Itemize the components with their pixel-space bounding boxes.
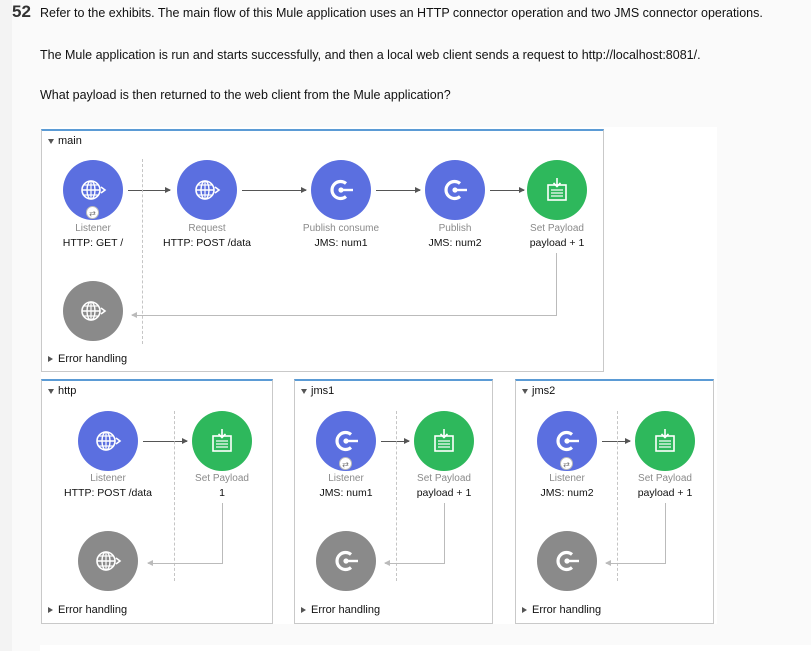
jms-icon	[329, 544, 363, 578]
next-card-edge	[40, 645, 811, 651]
node-type-label: Listener	[90, 473, 126, 484]
jms2-error-handling[interactable]: Error handling	[522, 604, 601, 616]
set-payload-icon	[648, 424, 682, 458]
return-arrow	[384, 560, 445, 566]
expand-triangle-icon	[522, 607, 527, 613]
jms-icon	[550, 424, 584, 458]
globe-icon	[91, 544, 125, 578]
node-config-label: payload + 1	[529, 237, 585, 249]
main-response-node[interactable]	[63, 281, 123, 341]
reconnect-badge-icon: ⇄	[86, 206, 99, 219]
node-type-label: Listener	[328, 473, 364, 484]
main-set-payload-node[interactable]	[527, 160, 587, 220]
jms2-flow-title[interactable]: jms2	[522, 385, 555, 397]
main-publish-consume-node[interactable]	[311, 160, 371, 220]
return-arrow	[147, 560, 223, 566]
http-flow-title[interactable]: http	[48, 385, 76, 397]
globe-icon	[76, 294, 110, 328]
jms1-set-payload-node[interactable]	[414, 411, 474, 471]
set-payload-icon	[540, 173, 574, 207]
return-arrow	[131, 312, 557, 318]
collapse-triangle-icon	[522, 388, 528, 394]
globe-icon	[76, 173, 110, 207]
http-response-node[interactable]	[78, 531, 138, 591]
return-line	[665, 503, 666, 563]
jms2-response-node[interactable]	[537, 531, 597, 591]
jms-icon	[550, 544, 584, 578]
http-error-handling[interactable]: Error handling	[48, 604, 127, 616]
node-type-label: Publish	[438, 223, 472, 234]
node-type-label: Listener	[75, 223, 111, 234]
node-config-label: 1	[219, 487, 225, 499]
jms1-error-handling[interactable]: Error handling	[301, 604, 380, 616]
jms1-flow[interactable]: jms1 ⇄ Listener JMS: num1 Set Payload pa…	[294, 379, 493, 624]
main-flow-title[interactable]: main	[48, 135, 82, 147]
collapse-triangle-icon	[48, 388, 54, 394]
return-line	[222, 503, 223, 563]
flow-arrow	[242, 187, 307, 193]
source-divider	[396, 411, 397, 581]
collapse-triangle-icon	[48, 138, 54, 144]
return-line	[556, 253, 557, 315]
expand-triangle-icon	[48, 356, 53, 362]
node-type-label: Publish consume	[302, 223, 380, 234]
node-type-label: Set Payload	[195, 473, 249, 484]
jms1-listener-node[interactable]: ⇄	[316, 411, 376, 471]
return-line	[444, 503, 445, 563]
jms-icon	[324, 173, 358, 207]
reconnect-badge-icon: ⇄	[560, 457, 573, 470]
source-divider	[174, 411, 175, 581]
expand-triangle-icon	[301, 607, 306, 613]
jms-icon	[438, 173, 472, 207]
main-publish-node[interactable]	[425, 160, 485, 220]
flow-arrow	[128, 187, 171, 193]
set-payload-icon	[427, 424, 461, 458]
question-line-2: The Mule application is run and starts s…	[40, 48, 701, 62]
jms1-response-node[interactable]	[316, 531, 376, 591]
node-config-label: HTTP: POST /data	[64, 487, 152, 499]
globe-icon	[190, 173, 224, 207]
node-config-label: payload + 1	[416, 487, 472, 499]
node-config-label: JMS: num2	[540, 487, 594, 499]
main-error-handling[interactable]: Error handling	[48, 353, 127, 365]
set-payload-icon	[205, 424, 239, 458]
question-line-1: Refer to the exhibits. The main flow of …	[40, 6, 763, 20]
question-line-3: What payload is then returned to the web…	[40, 88, 451, 102]
node-config-label: JMS: num1	[314, 237, 368, 249]
expand-triangle-icon	[48, 607, 53, 613]
node-type-label: Set Payload	[417, 473, 471, 484]
node-config-label: JMS: num2	[428, 237, 482, 249]
node-config-label: HTTP: GET /	[62, 237, 124, 249]
http-set-payload-node[interactable]	[192, 411, 252, 471]
jms-icon	[329, 424, 363, 458]
jms2-listener-node[interactable]: ⇄	[537, 411, 597, 471]
flow-arrow	[381, 438, 410, 444]
http-listener-node[interactable]	[78, 411, 138, 471]
question-number: 52	[12, 2, 31, 21]
jms2-flow[interactable]: jms2 ⇄ Listener JMS: num2 Set Payload pa…	[515, 379, 714, 624]
node-config-label: HTTP: POST /data	[163, 237, 251, 249]
globe-icon	[91, 424, 125, 458]
source-divider	[142, 159, 143, 344]
node-config-label: payload + 1	[637, 487, 693, 499]
node-type-label: Request	[188, 223, 226, 234]
flow-arrow	[602, 438, 631, 444]
jms1-flow-title[interactable]: jms1	[301, 385, 334, 397]
source-divider	[617, 411, 618, 581]
node-type-label: Listener	[549, 473, 585, 484]
flow-arrow	[143, 438, 188, 444]
flow-arrow	[490, 187, 525, 193]
collapse-triangle-icon	[301, 388, 307, 394]
main-listener-node[interactable]: ⇄	[63, 160, 123, 220]
reconnect-badge-icon: ⇄	[339, 457, 352, 470]
main-flow[interactable]: main ⇄ Listener HTTP: GET / Request HTTP…	[41, 129, 604, 372]
node-config-label: JMS: num1	[319, 487, 373, 499]
http-flow[interactable]: http Listener HTTP: POST /data Set Paylo…	[41, 379, 273, 624]
main-request-node[interactable]	[177, 160, 237, 220]
flow-arrow	[376, 187, 421, 193]
node-type-label: Set Payload	[638, 473, 692, 484]
jms2-set-payload-node[interactable]	[635, 411, 695, 471]
node-type-label: Set Payload	[530, 223, 584, 234]
return-arrow	[605, 560, 666, 566]
